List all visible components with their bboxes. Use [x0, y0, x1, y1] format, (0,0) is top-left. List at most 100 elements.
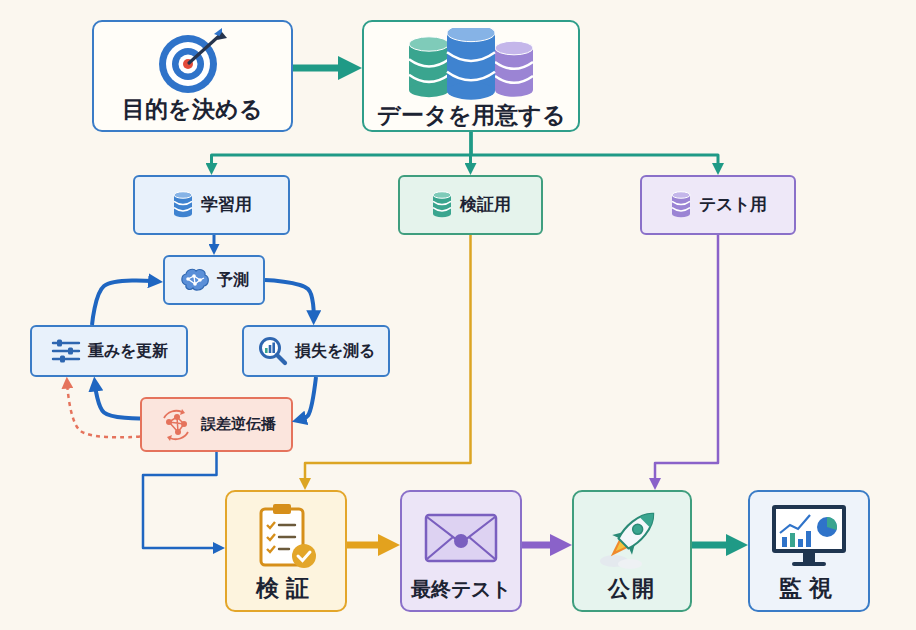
node-label: 学習用: [201, 195, 252, 215]
network-icon-part: [180, 409, 185, 415]
monitor-icon-part: [776, 509, 842, 549]
process-box: 誤差逆伝播: [140, 397, 293, 452]
network-icon-part: [158, 408, 194, 442]
network-icon-part: [166, 419, 172, 425]
flow-arrow: [212, 132, 472, 167]
monitor-icon-part: [817, 517, 837, 537]
dbG-icon: [431, 191, 453, 219]
monitor-icon-part: [806, 531, 811, 547]
monitor-icon-part: [772, 505, 846, 553]
envelope-icon: [424, 498, 498, 578]
dbB-icon-part: [174, 208, 192, 211]
flow-arrow: [95, 387, 140, 419]
dbP-icon-part: [672, 211, 690, 217]
monitor-icon-part: [790, 533, 795, 547]
brain-icon: [180, 267, 210, 293]
flow-arrow: [471, 132, 718, 167]
monitor-icon-part: [782, 537, 787, 547]
magnifier-icon-part: [277, 355, 285, 363]
brain-icon-part: [192, 274, 196, 278]
dbs-icon-part: [409, 83, 449, 97]
envelope-icon-part: [426, 515, 496, 561]
process-box: 検証: [225, 490, 347, 612]
sliders-icon-part: [51, 339, 81, 363]
process-box: 目的を決める: [92, 20, 293, 132]
brain-icon-part: [186, 277, 190, 281]
dbG-icon-part: [433, 208, 451, 211]
dbP-icon: [670, 191, 692, 219]
target-icon: [156, 28, 230, 96]
process-box: 監視: [748, 490, 870, 612]
clipboard-icon-part: [273, 504, 291, 514]
process-box: 公開: [572, 490, 692, 612]
envelope-icon-part: [427, 517, 495, 559]
dbP-icon-part: [670, 191, 692, 219]
dbs-icon: [407, 28, 535, 102]
dbs-icon-part: [495, 62, 533, 69]
node-label: データを用意する: [377, 102, 566, 128]
network-icon-part: [175, 429, 181, 435]
node-label: 誤差逆伝播: [201, 416, 276, 433]
dbs-icon-part: [495, 41, 533, 55]
process-box: 損失を測る: [242, 325, 390, 377]
dbs-icon-part: [495, 76, 533, 83]
flow-arrow: [67, 385, 140, 437]
flow-arrow: [522, 542, 557, 549]
dbs-icon-part: [407, 28, 535, 102]
network-icon-part: [181, 421, 187, 427]
sliders-icon-part: [68, 348, 73, 355]
monitor-icon-part: [827, 517, 837, 530]
clipboard-icon: [253, 498, 319, 575]
dbP-icon-part: [672, 201, 690, 204]
clipboard-icon-part: [292, 544, 316, 568]
process-box: テスト用: [640, 175, 796, 235]
flow-arrow: [143, 452, 217, 548]
dbs-icon-part: [447, 72, 495, 81]
monitor-icon-part: [798, 539, 803, 547]
magnifier-icon-part: [272, 343, 275, 354]
dbB-icon-part: [174, 211, 192, 217]
process-box: 重みを更新: [30, 325, 188, 377]
sliders-icon-part: [53, 343, 79, 359]
process-box: 最終テスト: [400, 490, 522, 612]
brain-icon-part: [180, 267, 210, 293]
rocket-icon: [596, 498, 668, 576]
brain-icon-part: [193, 282, 197, 286]
rocket-icon-part: [617, 507, 660, 550]
envelope-icon-part: [454, 534, 468, 548]
sliders-icon-part: [60, 356, 65, 363]
rocket-icon-part: [640, 509, 658, 527]
monitor-icon-part: [780, 515, 810, 533]
process-box: データを用意する: [362, 20, 580, 132]
flow-arrow: [302, 377, 316, 419]
dbs-icon-part: [409, 75, 449, 82]
monitor-icon-part: [770, 503, 848, 569]
target-icon-part: [217, 32, 227, 40]
clipboard-icon-part: [298, 552, 310, 561]
flow-arrow: [692, 542, 733, 549]
flow-arrow: [469, 132, 473, 167]
rocket-icon-part: [601, 504, 663, 566]
monitor-icon: [770, 498, 848, 575]
flow-arrow: [92, 280, 153, 325]
flow-arrow: [347, 542, 385, 549]
dbG-icon-part: [431, 191, 453, 219]
dbs-icon-part: [495, 83, 533, 97]
target-icon-part: [189, 36, 219, 63]
brain-icon-part: [198, 278, 202, 282]
flow-arrow: [213, 235, 216, 247]
monitor-icon-part: [792, 562, 826, 566]
node-label: 重みを更新: [88, 342, 168, 360]
dbs-icon-part: [447, 82, 495, 99]
monitor-icon-part: [803, 553, 815, 562]
process-box: 学習用: [133, 175, 290, 235]
dbs-icon-part: [409, 59, 449, 66]
dbP-icon-part: [672, 192, 690, 198]
node-label: 予測: [217, 271, 249, 289]
sliders-icon-part: [57, 340, 62, 347]
network-icon-part: [167, 435, 172, 441]
node-label: テスト用: [699, 195, 767, 215]
clipboard-icon-part: [253, 501, 319, 571]
flow-arrow: [265, 280, 314, 315]
dbs-icon-part: [447, 28, 495, 42]
